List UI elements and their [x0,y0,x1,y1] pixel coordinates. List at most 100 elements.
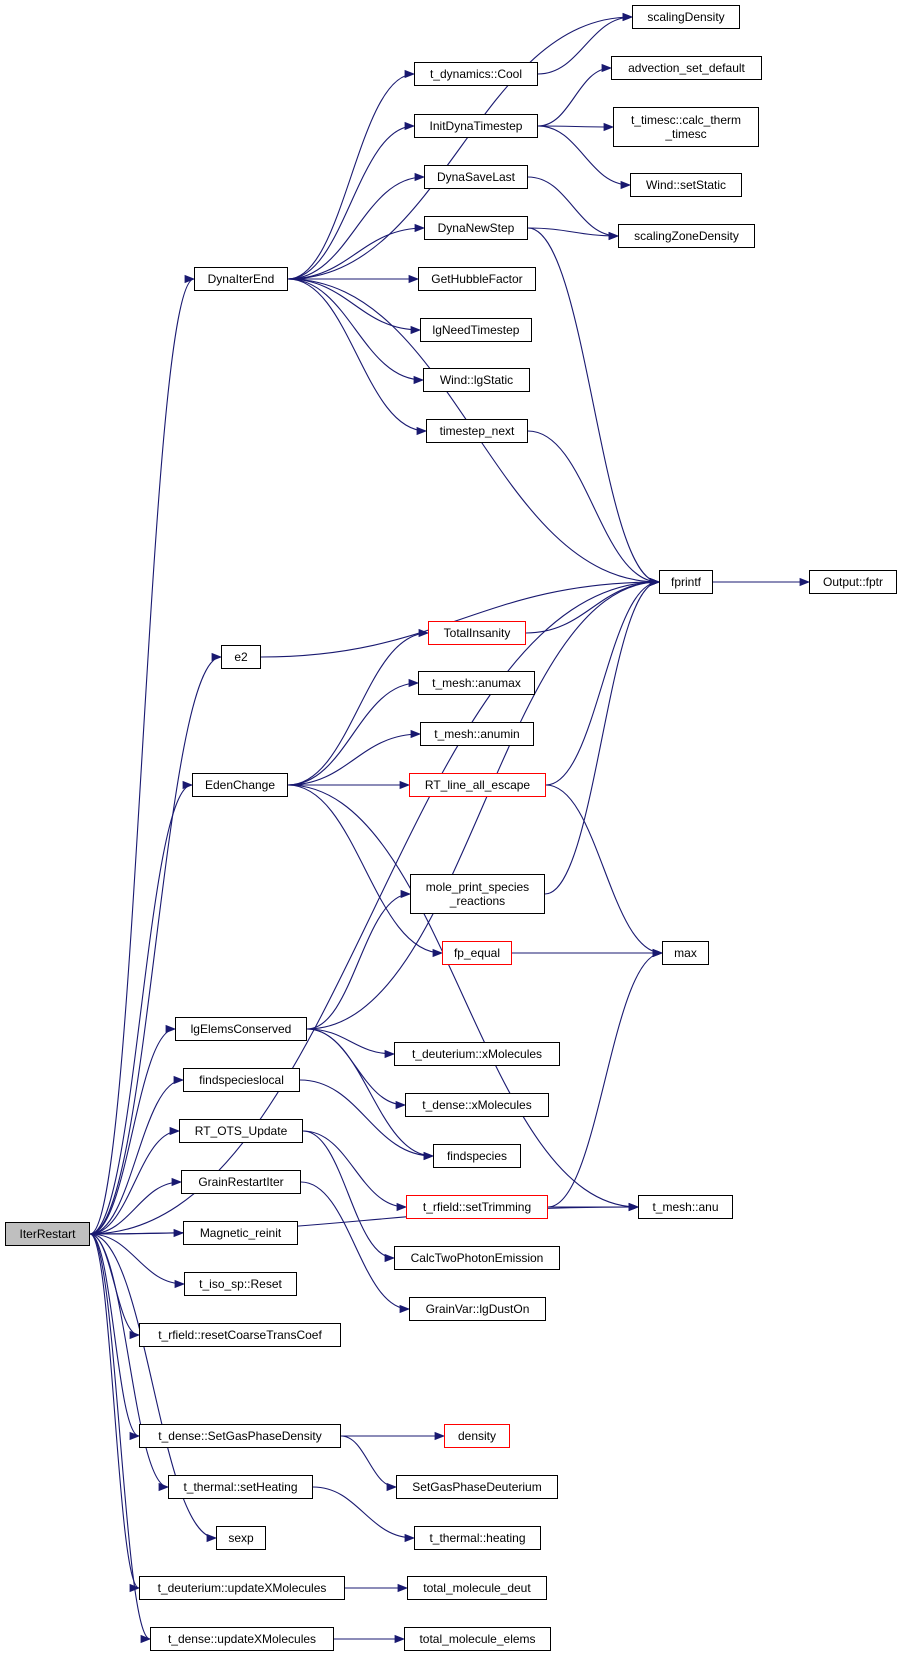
node-IterRestart: IterRestart [5,1222,90,1246]
edge-t_dynamics_Cool-to-scalingDensity [537,16,633,75]
node-scalingZoneDensity[interactable]: scalingZoneDensity [618,224,755,248]
node-density[interactable]: density [444,1424,510,1448]
node-Wind-setStatic[interactable]: Wind::setStatic [630,173,742,197]
node-t_thermal-setHeating[interactable]: t_thermal::setHeating [168,1475,313,1499]
edge-IterRestart-to-lgElemsConserved [89,1028,176,1235]
arrowhead-IterRestart-to-GrainRestartIter [171,1177,183,1187]
arrowhead-findspecieslocal-to-findspecies [423,1151,435,1161]
node-DynaSaveLast[interactable]: DynaSaveLast [424,165,528,189]
node-TotalInsanity[interactable]: TotalInsanity [428,621,526,645]
edge-DynaNewStep-to-scalingZoneDensity [527,227,619,237]
node-total_molecule_elems[interactable]: total_molecule_elems [404,1627,551,1651]
node-t_mesh-anumax[interactable]: t_mesh::anumax [418,671,535,695]
node-InitDynaTimestep[interactable]: InitDynaTimestep [414,114,538,138]
node-t_dense-xMolecules[interactable]: t_dense::xMolecules [405,1093,549,1117]
arrowhead-t_rfield_setTrimming-to-t_mesh_anu [628,1202,640,1212]
edge-IterRestart-to-t_deuterium_updateXMolecules [89,1233,140,1589]
arrowhead-DynaIterEnd-to-DynaSaveLast [414,172,426,182]
edge-t_thermal_setHeating-to-t_thermal_heating [312,1486,415,1539]
edge-RT_line_all_escape-to-max [545,784,663,954]
arrowhead-IterRestart-to-t_dense_updateXMolecules [140,1634,152,1644]
node-DynaNewStep[interactable]: DynaNewStep [424,216,528,240]
edge-RT_OTS_Update-to-t_rfield_setTrimming [302,1130,407,1208]
arrowhead-IterRestart-to-EdenChange [182,780,194,790]
edge-EdenChange-to-fp_equal [287,784,443,954]
edge-findspecieslocal-to-findspecies [299,1079,434,1157]
edge-DynaIterEnd-to-DynaSaveLast [287,176,425,280]
node-t_thermal-heating[interactable]: t_thermal::heating [414,1526,541,1550]
edge-IterRestart-to-findspecieslocal [89,1079,184,1235]
arrowhead-EdenChange-to-fp_equal [432,948,444,958]
arrowhead-DynaIterEnd-to-t_dynamics_Cool [404,69,416,79]
node-total_molecule_deut[interactable]: total_molecule_deut [407,1576,547,1600]
edge-lgElemsConserved-to-findspecies [306,1028,434,1157]
arrowhead-EdenChange-to-t_mesh_anumax [408,678,420,688]
node-fprintf[interactable]: fprintf [659,570,713,594]
node-t_deuterium-xMolecules[interactable]: t_deuterium::xMolecules [394,1042,560,1066]
node-e2[interactable]: e2 [221,645,261,669]
edge-InitDynaTimestep-to-t_timesc_calc_therm_timesc [537,125,614,128]
node-findspecies[interactable]: findspecies [433,1144,521,1168]
arrowhead-InitDynaTimestep-to-Wind_setStatic [620,180,632,190]
node-RT_OTS_Update[interactable]: RT_OTS_Update [179,1119,303,1143]
node-fp_equal[interactable]: fp_equal [442,941,512,965]
arrowhead-lgElemsConserved-to-t_dense_xMolecules [395,1100,407,1110]
edge-DynaIterEnd-to-t_dynamics_Cool [287,73,415,280]
edge-DynaIterEnd-to-timestep_next [287,278,427,432]
arrowhead-GrainRestartIter-to-GrainVar_lgDustOn [399,1304,411,1314]
node-CalcTwoPhotonEmission[interactable]: CalcTwoPhotonEmission [394,1246,560,1270]
node-t_dynamics-Cool[interactable]: t_dynamics::Cool [414,62,538,86]
edge-IterRestart-to-fprintf [89,581,660,1235]
edge-IterRestart-to-RT_OTS_Update [89,1130,180,1235]
node-Wind-lgStatic[interactable]: Wind::lgStatic [423,368,530,392]
edge-InitDynaTimestep-to-advection_set_default [537,67,612,127]
edge-DynaIterEnd-to-lgNeedTimestep [287,278,421,331]
node-timestep_next[interactable]: timestep_next [426,419,528,443]
node-t_iso_sp-Reset[interactable]: t_iso_sp::Reset [184,1272,297,1296]
arrowhead-IterRestart-to-e2 [211,652,223,662]
node-DynaIterEnd[interactable]: DynaIterEnd [194,267,288,291]
arrowhead-IterRestart-to-findspecieslocal [173,1075,185,1085]
node-EdenChange[interactable]: EdenChange [192,773,288,797]
edge-DynaSaveLast-to-scalingZoneDensity [527,176,619,237]
node-sexp[interactable]: sexp [216,1526,266,1550]
node-GetHubbleFactor[interactable]: GetHubbleFactor [418,267,536,291]
node-mole_print_species_reactions[interactable]: mole_print_species _reactions [410,874,545,914]
node-Output-fptr[interactable]: Output::fptr [809,570,897,594]
node-SetGasPhaseDeuterium[interactable]: SetGasPhaseDeuterium [396,1475,558,1499]
edge-InitDynaTimestep-to-Wind_setStatic [537,125,631,186]
node-t_rfield-resetCoarseTransCoef[interactable]: t_rfield::resetCoarseTransCoef [139,1323,341,1347]
node-t_dense-updateXMolecules[interactable]: t_dense::updateXMolecules [150,1627,334,1651]
node-t_timesc-calc_therm_timesc[interactable]: t_timesc::calc_therm _timesc [613,107,759,147]
node-GrainVar-lgDustOn[interactable]: GrainVar::lgDustOn [409,1297,546,1321]
edge-RT_OTS_Update-to-CalcTwoPhotonEmission [302,1130,395,1259]
edge-lgElemsConserved-to-fprintf [306,581,660,1030]
arrowhead-IterRestart-to-t_iso_sp_Reset [174,1279,186,1289]
node-GrainRestartIter[interactable]: GrainRestartIter [181,1170,301,1194]
node-t_dense-SetGasPhaseDensity[interactable]: t_dense::SetGasPhaseDensity [139,1424,341,1448]
node-max[interactable]: max [662,941,709,965]
arrowhead-t_rfield_setTrimming-to-max [652,948,664,958]
arrowhead-IterRestart-to-DynaIterEnd [184,274,196,284]
node-lgNeedTimestep[interactable]: lgNeedTimestep [420,318,532,342]
arrowhead-lgElemsConserved-to-t_deuterium_xMolecules [384,1049,396,1059]
edge-EdenChange-to-t_mesh_anumin [287,733,421,786]
node-RT_line_all_escape[interactable]: RT_line_all_escape [409,773,546,797]
node-findspecieslocal[interactable]: findspecieslocal [183,1068,300,1092]
node-Magnetic_reinit[interactable]: Magnetic_reinit [183,1221,298,1245]
node-scalingDensity[interactable]: scalingDensity [632,5,740,29]
node-t_mesh-anu[interactable]: t_mesh::anu [638,1195,733,1219]
node-t_mesh-anumin[interactable]: t_mesh::anumin [420,722,534,746]
arrowhead-RT_OTS_Update-to-t_rfield_setTrimming [396,1202,408,1212]
node-advection_set_default[interactable]: advection_set_default [611,56,762,80]
node-lgElemsConserved[interactable]: lgElemsConserved [175,1017,307,1041]
edge-IterRestart-to-DynaIterEnd [89,278,195,1235]
edge-IterRestart-to-e2 [89,656,222,1235]
arrowhead-InitDynaTimestep-to-t_timesc_calc_therm_timesc [603,122,615,132]
node-t_deuterium-updateXMolecules[interactable]: t_deuterium::updateXMolecules [139,1576,345,1600]
edge-EdenChange-to-t_mesh_anu [287,784,639,1208]
edge-EdenChange-to-t_mesh_anumax [287,682,419,786]
node-t_rfield-setTrimming[interactable]: t_rfield::setTrimming [406,1195,548,1219]
edge-DynaNewStep-to-fprintf [527,227,660,583]
